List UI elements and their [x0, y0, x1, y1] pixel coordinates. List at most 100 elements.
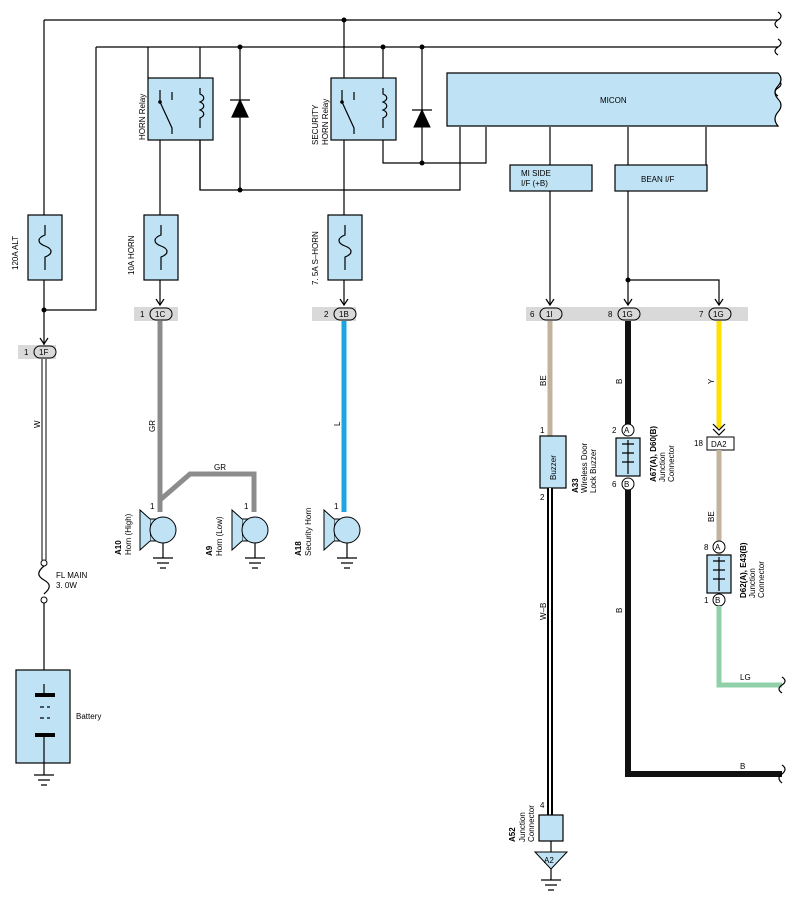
svg-text:D62(A), E43(B): D62(A), E43(B): [739, 542, 748, 598]
wire-lg: LG: [716, 606, 786, 694]
svg-text:6: 6: [530, 310, 535, 319]
buzzer-a33: 1 Buzzer 2 A33 Wireless DoorLock Buzzer: [539, 426, 598, 502]
svg-text:JunctionConnector: JunctionConnector: [658, 445, 676, 482]
svg-text:FL MAIN: FL MAIN: [56, 571, 87, 580]
svg-text:A: A: [715, 543, 721, 552]
connector-1c: 1 1C: [140, 298, 173, 321]
connector-1g-7: 7 1G: [699, 298, 732, 321]
svg-text:A33: A33: [571, 478, 580, 493]
svg-text:1: 1: [140, 310, 145, 319]
horn-fuse: 10A HORN: [127, 214, 179, 305]
svg-text:1G: 1G: [622, 310, 633, 319]
svg-text:A52: A52: [508, 827, 517, 842]
svg-text:6: 6: [612, 480, 617, 489]
horn-relay: HORN Relay: [138, 77, 461, 215]
svg-text:1B: 1B: [339, 310, 349, 319]
mi-side-if: [509, 164, 593, 192]
s-horn-fuse: 7. 5A S–HORN: [311, 214, 363, 305]
svg-text:A9: A9: [205, 545, 214, 556]
svg-text:GR: GR: [214, 463, 226, 472]
svg-text:BE: BE: [707, 511, 716, 522]
svg-text:GR: GR: [148, 420, 157, 432]
connector-1i: 6 1I: [530, 298, 563, 321]
svg-text:1: 1: [150, 502, 155, 511]
micon-label: MICON: [600, 96, 627, 105]
horn-relay-label: HORN Relay: [138, 94, 147, 140]
wire-gr: GR GR: [148, 321, 257, 512]
svg-text:B: B: [615, 379, 624, 384]
junction-a52: 4 A2 A52 JunctionConnector: [508, 801, 569, 891]
svg-text:A10: A10: [114, 540, 123, 555]
svg-text:3. 0W: 3. 0W: [56, 581, 77, 590]
horn-a9: 1 A9 Horn (Low): [205, 502, 269, 569]
svg-text:Horn (High): Horn (High): [124, 513, 133, 555]
fuse-120a-alt: [27, 214, 63, 281]
svg-text:18: 18: [694, 439, 703, 448]
fuse-alt-label: 120A ALT: [11, 236, 20, 270]
svg-text:1: 1: [24, 348, 29, 357]
svg-text:B: B: [624, 480, 629, 489]
svg-text:LG: LG: [740, 673, 751, 682]
svg-text:10A HORN: 10A HORN: [127, 235, 136, 275]
svg-text:B: B: [715, 596, 720, 605]
svg-text:JunctionConnector: JunctionConnector: [518, 805, 536, 842]
wire-be-buzzer: BE: [539, 321, 553, 436]
svg-text:Security Horn: Security Horn: [304, 508, 313, 556]
alt-fuse-branch: 120A ALT: [11, 20, 97, 345]
svg-text:2: 2: [540, 493, 545, 502]
svg-text:A67(A), D60(B): A67(A), D60(B): [649, 426, 658, 482]
svg-text:B: B: [615, 608, 624, 613]
svg-text:DA2: DA2: [711, 440, 727, 449]
micon-block: MICON MI SIDE I/F (+B) BEAN I/F: [446, 72, 782, 305]
svg-text:MI SIDE: MI SIDE: [521, 169, 551, 178]
security-relay-label: SECURITYHORN Relay: [311, 99, 330, 145]
svg-text:1: 1: [540, 426, 545, 435]
svg-text:1G: 1G: [713, 310, 724, 319]
wire-b-lower: B B: [615, 490, 786, 784]
svg-text:Battery: Battery: [76, 712, 101, 721]
svg-text:1: 1: [244, 502, 249, 511]
security-horn-relay: SECURITYHORN Relay: [311, 20, 487, 215]
connector-da2: 18 DA2: [694, 436, 735, 451]
svg-text:1F: 1F: [39, 348, 48, 357]
svg-text:BEAN I/F: BEAN I/F: [641, 175, 674, 184]
svg-text:I/F (+B): I/F (+B): [521, 179, 548, 188]
junction-d62: 8 A B 1 D62(A), E43(B) JunctionConnector: [704, 540, 766, 607]
svg-text:2: 2: [612, 426, 617, 435]
svg-text:Y: Y: [707, 378, 716, 384]
svg-text:JunctionConnector: JunctionConnector: [748, 561, 766, 598]
connector-1g-8: 8 1G: [608, 298, 641, 321]
svg-text:2: 2: [324, 310, 329, 319]
svg-text:A18: A18: [294, 541, 303, 556]
svg-text:1: 1: [334, 502, 339, 511]
battery: Battery: [15, 669, 101, 786]
horn-a10: 1 A10 Horn (High): [114, 502, 177, 569]
svg-text:A: A: [624, 426, 630, 435]
top-bus: [44, 11, 782, 190]
svg-text:BE: BE: [539, 375, 548, 386]
svg-text:W: W: [33, 420, 42, 428]
svg-text:Wireless DoorLock Buzzer: Wireless DoorLock Buzzer: [580, 442, 598, 493]
wire-w-b: W–B: [539, 488, 553, 815]
connector-1f: 1 1F: [24, 337, 57, 359]
svg-text:7: 7: [699, 310, 704, 319]
wire-w: W FL MAIN 3. 0W: [33, 359, 87, 670]
wire-l: L: [333, 321, 347, 512]
security-horn-a18: 1 A18 Security Horn: [294, 502, 361, 569]
svg-text:Horn (Low): Horn (Low): [215, 516, 224, 556]
svg-text:1C: 1C: [155, 310, 165, 319]
wire-b-main: B: [615, 321, 631, 428]
svg-text:Buzzer: Buzzer: [549, 455, 558, 480]
wire-y: Y: [707, 321, 726, 436]
svg-text:L: L: [333, 421, 342, 426]
svg-text:W–B: W–B: [539, 603, 548, 620]
svg-text:B: B: [740, 762, 745, 771]
svg-text:4: 4: [540, 801, 545, 810]
svg-text:A2: A2: [544, 856, 554, 865]
bean-if: [614, 164, 708, 192]
svg-text:7. 5A S–HORN: 7. 5A S–HORN: [311, 231, 320, 285]
svg-text:1I: 1I: [546, 310, 553, 319]
svg-text:1: 1: [704, 596, 709, 605]
junction-a67: 2 A B 6 A67(A), D60(B) JunctionConnector: [612, 423, 676, 491]
